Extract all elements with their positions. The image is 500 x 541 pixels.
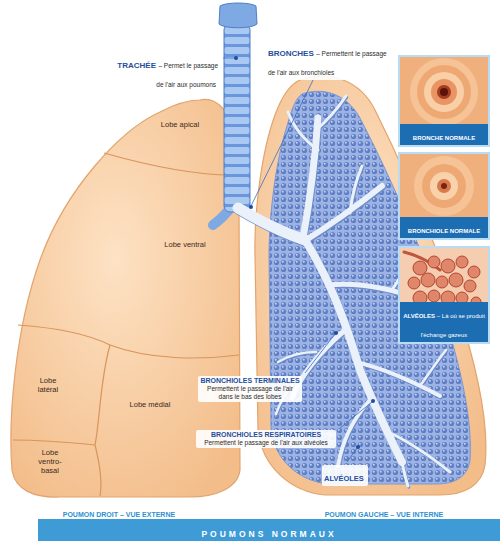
part-name: BRONCHIOLES TERMINALES (200, 377, 300, 385)
lobe-name: Lobe ventral (150, 240, 220, 249)
caption-strip: BRONCHE NORMALE (400, 124, 488, 145)
larynx (219, 3, 257, 28)
lobe-name: Lobe latéral (30, 376, 66, 394)
lobe-fissure (95, 345, 110, 445)
alveolus (441, 259, 455, 273)
alveolus (413, 261, 427, 275)
trachea-callout: TRACHÉE– Permet le passage de l'air aux … (108, 52, 220, 92)
band-text: POUMONS NORMAUX (38, 522, 500, 541)
lobe-name: Lobe médial (120, 400, 180, 409)
lobe-label: Lobe médial (120, 400, 180, 409)
lobe-name: Lobe ventro-basal (34, 448, 66, 475)
view-caption: POUMON GAUCHE – VUE INTERNE (325, 511, 444, 518)
lobe-fissure (18, 325, 239, 358)
leader-line (347, 448, 357, 462)
alveolus (456, 256, 468, 268)
lobe-fissure (104, 153, 238, 175)
alveolus (436, 276, 448, 288)
alveoli-inset: ALVÉOLES– Là où se produit l'échange gaz… (398, 246, 490, 344)
trachea (224, 24, 250, 212)
bronchus-wall (424, 72, 464, 112)
bronchus-wall (410, 58, 478, 126)
lobe-label: Lobe apical (150, 120, 210, 129)
band-title: POUMONS NORMAUX (201, 529, 336, 539)
inset-caption: ALVÉOLES (403, 313, 435, 319)
alveolus (464, 280, 476, 292)
part-name: BRONCHES (268, 49, 314, 58)
caption-strip: BRONCHIOLE NORMALE (400, 217, 488, 238)
lobe-name: Lobe apical (150, 120, 210, 129)
lobe-label: Lobe ventro-basal (34, 448, 66, 475)
bronchiole-wall (422, 164, 466, 208)
alveolus (428, 290, 440, 302)
bronchiole-inset: BRONCHIOLE NORMALE (398, 152, 490, 240)
bronchi-callout: BRONCHES– Permettent le passage de l'air… (266, 40, 390, 80)
alveolus (428, 256, 440, 268)
terminal-bronchioles-callout: BRONCHIOLES TERMINALESPermettent le pass… (198, 376, 302, 402)
part-name: BRONCHIOLES RESPIRATOIRES (198, 431, 334, 439)
caption-strip: ALVÉOLES– Là où se produit l'échange gaz… (400, 302, 488, 342)
part-note: – Permet le passage de l'air aux poumons (156, 62, 218, 88)
leader-line (223, 58, 235, 59)
bronchiole-wall (430, 172, 458, 200)
bronchus-lumen (440, 88, 448, 96)
bronchus-wall (417, 65, 471, 119)
bronchus-inset: BRONCHE NORMALE (398, 55, 490, 147)
bronchiole-wall (414, 156, 474, 216)
lobe-label: Lobe ventral (150, 240, 220, 249)
bronchus-lumen (437, 85, 451, 99)
leader-line (340, 402, 372, 428)
leader-dot (356, 445, 360, 449)
alveoli-callout: ALVÉOLES (322, 465, 368, 486)
title-band: POUMONS NORMAUX (38, 519, 500, 541)
leader-line (305, 334, 335, 373)
inset-picture (398, 246, 490, 344)
lobe-fissure (13, 440, 101, 496)
alveolus (421, 273, 435, 287)
alveolus (408, 277, 420, 289)
bronchus-wall (431, 79, 457, 105)
alveolus (468, 266, 480, 278)
alveolus (449, 273, 463, 287)
leader-line (251, 70, 318, 206)
part-note: Permettent le passage de l'air aux alvéo… (198, 439, 334, 447)
inset-caption: BRONCHE NORMALE (413, 135, 475, 141)
bronchiole-lumen (441, 183, 447, 189)
leader-dot (334, 331, 338, 335)
part-note: Permettent le passage de l'air dans le b… (200, 385, 300, 401)
part-name: ALVÉOLES (324, 474, 364, 483)
leader-dot (234, 56, 238, 60)
inset-picture (398, 152, 490, 240)
view-caption: POUMON DROIT – VUE EXTERNE (63, 511, 175, 518)
leader-dot (249, 205, 253, 209)
respiratory-bronchioles-callout: BRONCHIOLES RESPIRATOIRESPermettent le p… (196, 430, 336, 448)
inset-picture (398, 55, 490, 147)
part-name: TRACHÉE (117, 61, 156, 70)
leader-dot (371, 399, 375, 403)
bronchiole-wall (437, 179, 451, 193)
inset-caption: BRONCHIOLE NORMALE (408, 228, 480, 234)
lobe-label: Lobe latéral (30, 376, 66, 394)
